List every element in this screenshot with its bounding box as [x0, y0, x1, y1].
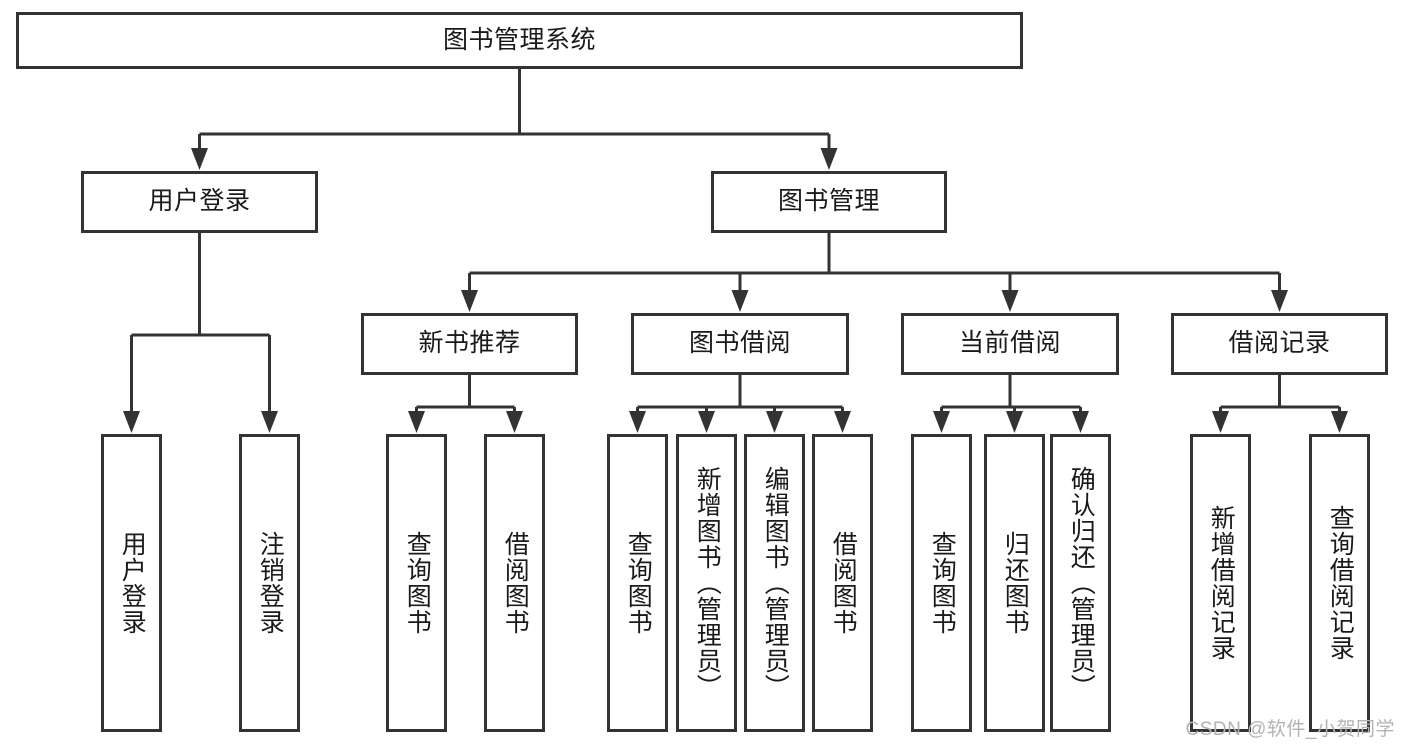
- node-box-leaf-edit-book[interactable]: [744, 434, 805, 732]
- edges-layer: [123, 69, 1348, 433]
- edge-group-new-book-rec: [408, 375, 523, 433]
- edge-arrowhead-icon: [506, 411, 523, 433]
- edge-group-borrow-record: [1212, 375, 1348, 433]
- edge-arrowhead-icon: [834, 411, 851, 433]
- edge-group-book-manage: [461, 233, 1288, 312]
- edge-arrowhead-icon: [191, 148, 208, 170]
- node-box-leaf-add-book[interactable]: [676, 434, 737, 732]
- edge-arrowhead-icon: [1006, 411, 1023, 433]
- edge-group-current-borrow: [933, 375, 1089, 433]
- boxes-layer: [16, 12, 1388, 732]
- node-box-borrow-record[interactable]: [1171, 313, 1388, 375]
- edge-arrowhead-icon: [123, 411, 140, 433]
- edge-arrowhead-icon: [1001, 290, 1019, 312]
- edge-arrowhead-icon: [1072, 411, 1089, 433]
- edge-arrowhead-icon: [731, 290, 749, 312]
- node-box-leaf-borrow-book[interactable]: [812, 434, 873, 732]
- node-box-leaf-add-record[interactable]: [1190, 434, 1251, 732]
- node-box-leaf-confirm-return[interactable]: [1050, 434, 1111, 732]
- node-box-leaf-query-book-borrow[interactable]: [607, 434, 668, 732]
- edge-group-user-login: [123, 233, 278, 433]
- node-box-leaf-query-book-current[interactable]: [911, 434, 972, 732]
- node-box-leaf-query-book-rec[interactable]: [386, 434, 447, 732]
- node-box-user-login[interactable]: [81, 171, 318, 233]
- edge-arrowhead-icon: [1331, 411, 1348, 433]
- edge-arrowhead-icon: [1212, 411, 1229, 433]
- edge-arrowhead-icon: [261, 411, 278, 433]
- watermark-text: CSDN @软件_小贺同学: [1185, 719, 1395, 740]
- node-box-root[interactable]: [16, 12, 1023, 69]
- node-box-book-manage[interactable]: [711, 171, 947, 233]
- node-box-leaf-logout[interactable]: [239, 434, 300, 732]
- edge-group-book-borrow: [629, 375, 851, 433]
- edge-arrowhead-icon: [766, 411, 783, 433]
- edge-arrowhead-icon: [698, 411, 715, 433]
- edge-group-root: [191, 69, 838, 170]
- node-box-leaf-return-book[interactable]: [984, 434, 1045, 732]
- edge-arrowhead-icon: [408, 411, 425, 433]
- node-box-leaf-user-login[interactable]: [101, 434, 162, 732]
- edge-arrowhead-icon: [933, 411, 950, 433]
- node-box-leaf-query-record[interactable]: [1309, 434, 1370, 732]
- edge-arrowhead-icon: [1271, 290, 1288, 312]
- node-box-leaf-borrow-book-rec[interactable]: [484, 434, 545, 732]
- node-box-current-borrow[interactable]: [901, 313, 1119, 375]
- edge-arrowhead-icon: [820, 148, 838, 170]
- edge-arrowhead-icon: [629, 411, 646, 433]
- node-box-new-book-rec[interactable]: [361, 313, 578, 375]
- edge-arrowhead-icon: [461, 290, 478, 312]
- node-box-book-borrow[interactable]: [631, 313, 849, 375]
